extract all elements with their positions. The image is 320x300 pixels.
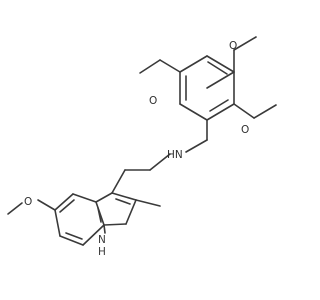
nh-bond <box>103 224 106 234</box>
benzyl-bond <box>185 139 208 153</box>
indole-bond <box>111 192 137 201</box>
indole-bond <box>95 192 113 203</box>
ethyl-chain-bond <box>111 169 126 194</box>
aromatic-double-bond <box>207 61 228 75</box>
indole-double-bond <box>65 232 83 240</box>
ring-bond <box>179 103 208 121</box>
methoxy-bond <box>159 59 181 73</box>
oxygen-label-upper-left: O <box>149 95 157 107</box>
oxygen-label-top: O <box>229 40 237 52</box>
indole-bond <box>82 224 105 246</box>
ring-bond <box>206 71 235 89</box>
methoxy-bond <box>253 104 277 119</box>
methoxy-bond <box>7 202 23 215</box>
indole-bond <box>125 199 137 225</box>
indole-bond <box>54 193 74 211</box>
ring-bond <box>206 55 235 73</box>
indole-double-bond <box>97 207 102 223</box>
oxygen-label-lower-left: O <box>24 196 32 208</box>
indole-bond <box>72 193 97 203</box>
trimethoxyphenyl-ring <box>179 55 235 121</box>
indole-double-bond <box>59 199 75 213</box>
methoxy-bond <box>139 59 161 74</box>
indole-ring-system <box>7 192 161 246</box>
indole-n-label: N <box>98 234 106 246</box>
ring-bond <box>206 103 235 121</box>
indole-double-bond <box>115 198 131 205</box>
methyl-bond <box>135 199 161 207</box>
ring-bond <box>179 55 208 73</box>
chemical-structure-diagram: O O O HN O N H <box>7 36 277 258</box>
indole-bond <box>95 201 105 226</box>
indole-bond <box>103 223 127 226</box>
aromatic-double-bond <box>209 99 229 112</box>
methoxy-bond <box>37 199 56 211</box>
methoxy-bond <box>233 103 255 119</box>
indole-bond <box>59 235 84 246</box>
molecule-canvas: O O O HN O N H <box>7 36 277 258</box>
indole-bond <box>54 209 61 237</box>
indole-h-label: H <box>98 246 106 258</box>
ethyl-chain-bond <box>149 153 171 171</box>
methoxy-bond <box>233 36 257 51</box>
oxygen-label-right: O <box>241 124 249 136</box>
amine-label: HN <box>167 149 183 161</box>
